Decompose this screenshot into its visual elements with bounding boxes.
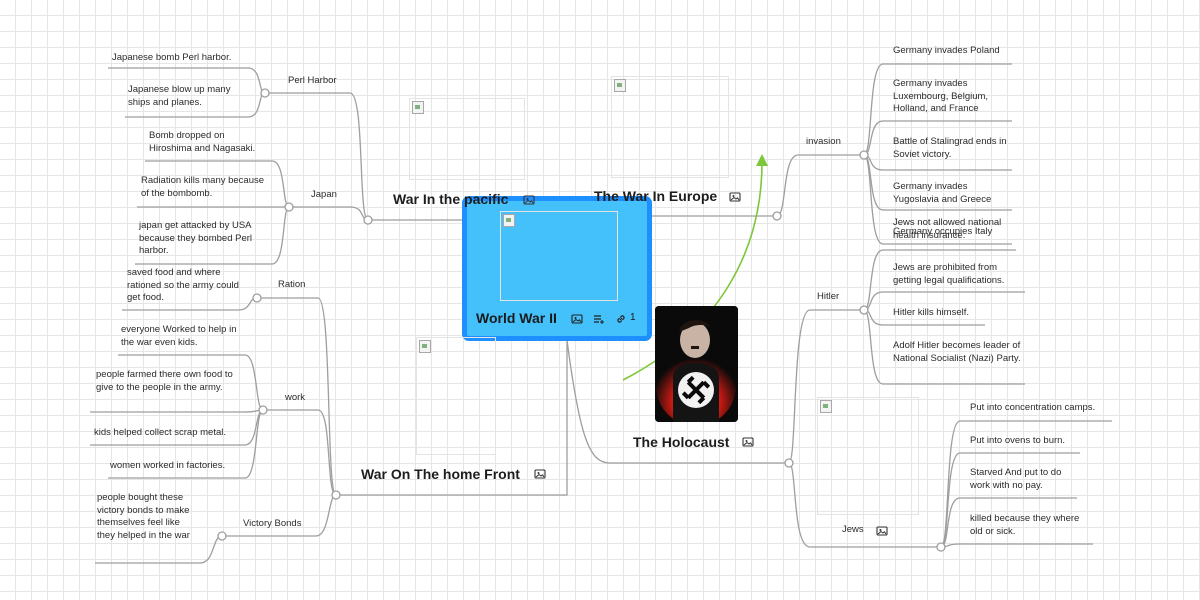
subtopic-victory-bonds[interactable]: Victory Bonds bbox=[243, 518, 302, 529]
image-icon[interactable] bbox=[876, 525, 888, 537]
subtopic-ration[interactable]: Ration bbox=[278, 279, 306, 290]
image-icon[interactable] bbox=[729, 191, 741, 203]
subtopic-perl-harbor[interactable]: Perl Harbor bbox=[288, 75, 337, 86]
leaf-invasion-2[interactable]: Germany invades Luxembourg, Belgium, Hol… bbox=[893, 78, 989, 114]
leaf-japan-1[interactable]: Bomb dropped on Hiroshima and Nagasaki. bbox=[149, 130, 256, 154]
leaf-hitler-1[interactable]: Jews not allowed national health insuran… bbox=[893, 217, 1002, 241]
subtopic-japan[interactable]: Japan bbox=[311, 189, 337, 200]
jews-image bbox=[817, 397, 919, 515]
leaf-jews-1[interactable]: Put into concentration camps. bbox=[970, 402, 1096, 413]
leaf-victory-bonds-1[interactable]: people bought these victory bonds to mak… bbox=[97, 492, 190, 541]
leaf-jews-3[interactable]: Starved And put to do work with no pay. bbox=[970, 467, 1062, 491]
broken-image-icon bbox=[419, 340, 431, 353]
leaf-japan-3[interactable]: japan get attacked by USA because they b… bbox=[139, 220, 253, 256]
branch-title-home-front[interactable]: War On The home Front bbox=[361, 466, 520, 482]
home-front-image bbox=[416, 337, 496, 455]
subtopic-jews[interactable]: Jews bbox=[842, 524, 864, 535]
central-topic[interactable]: World War II 1 bbox=[462, 196, 652, 341]
branch-title-pacific[interactable]: War In the pacific bbox=[393, 191, 509, 207]
subtopic-work[interactable]: work bbox=[285, 392, 306, 403]
notes-icon[interactable] bbox=[593, 313, 605, 325]
subtopic-invasion[interactable]: invasion bbox=[806, 136, 841, 147]
leaf-work-2[interactable]: people farmed there own food to give to … bbox=[96, 369, 233, 393]
branch-title-europe[interactable]: The War In Europe bbox=[594, 188, 718, 204]
hitler-photo bbox=[655, 306, 738, 422]
broken-image-icon bbox=[820, 400, 832, 413]
image-icon[interactable] bbox=[742, 436, 754, 448]
leaf-perl-harbor-2[interactable]: Japanese blow up many ships and planes. bbox=[128, 84, 231, 108]
leaf-perl-harbor-1[interactable]: Japanese bomb Perl harbor. bbox=[112, 52, 232, 63]
leaf-work-3[interactable]: kids helped collect scrap metal. bbox=[94, 427, 227, 438]
image-icon[interactable] bbox=[571, 313, 583, 325]
leaf-jews-2[interactable]: Put into ovens to burn. bbox=[970, 435, 1066, 446]
hitler-portrait-image bbox=[655, 306, 738, 422]
leaf-hitler-3[interactable]: Hitler kills himself. bbox=[893, 307, 970, 318]
central-image bbox=[500, 211, 618, 301]
europe-image bbox=[611, 76, 729, 178]
link-count: 1 bbox=[630, 312, 636, 323]
leaf-work-4[interactable]: women worked in factories. bbox=[110, 460, 226, 471]
broken-image-icon bbox=[503, 214, 515, 227]
broken-image-icon bbox=[412, 101, 424, 114]
leaf-hitler-4[interactable]: Adolf Hitler becomes leader of National … bbox=[893, 340, 1021, 364]
central-topic-title: World War II bbox=[476, 310, 557, 326]
link-icon[interactable] bbox=[615, 313, 627, 325]
leaf-work-1[interactable]: everyone Worked to help in the war even … bbox=[121, 324, 237, 348]
leaf-invasion-3[interactable]: Battle of Stalingrad ends in Soviet vict… bbox=[893, 136, 1007, 160]
branch-title-holocaust[interactable]: The Holocaust bbox=[633, 434, 730, 450]
image-icon[interactable] bbox=[534, 468, 546, 480]
image-icon[interactable] bbox=[523, 194, 535, 206]
leaf-jews-4[interactable]: killed because they where old or sick. bbox=[970, 513, 1080, 537]
leaf-invasion-4[interactable]: Germany invades Yugoslavia and Greece bbox=[893, 181, 992, 205]
subtopic-hitler[interactable]: Hitler bbox=[817, 291, 840, 302]
broken-image-icon bbox=[614, 79, 626, 92]
leaf-japan-2[interactable]: Radiation kills many because of the bomb… bbox=[141, 175, 265, 199]
leaf-hitler-2[interactable]: Jews are prohibited from getting legal q… bbox=[893, 262, 1005, 286]
pacific-image bbox=[409, 98, 525, 180]
leaf-invasion-1[interactable]: Germany invades Poland bbox=[893, 45, 1000, 56]
leaf-ration-1[interactable]: saved food and where rationed so the arm… bbox=[127, 267, 239, 303]
leaf-invasion-5[interactable]: Germany occupies Italy bbox=[893, 226, 993, 237]
